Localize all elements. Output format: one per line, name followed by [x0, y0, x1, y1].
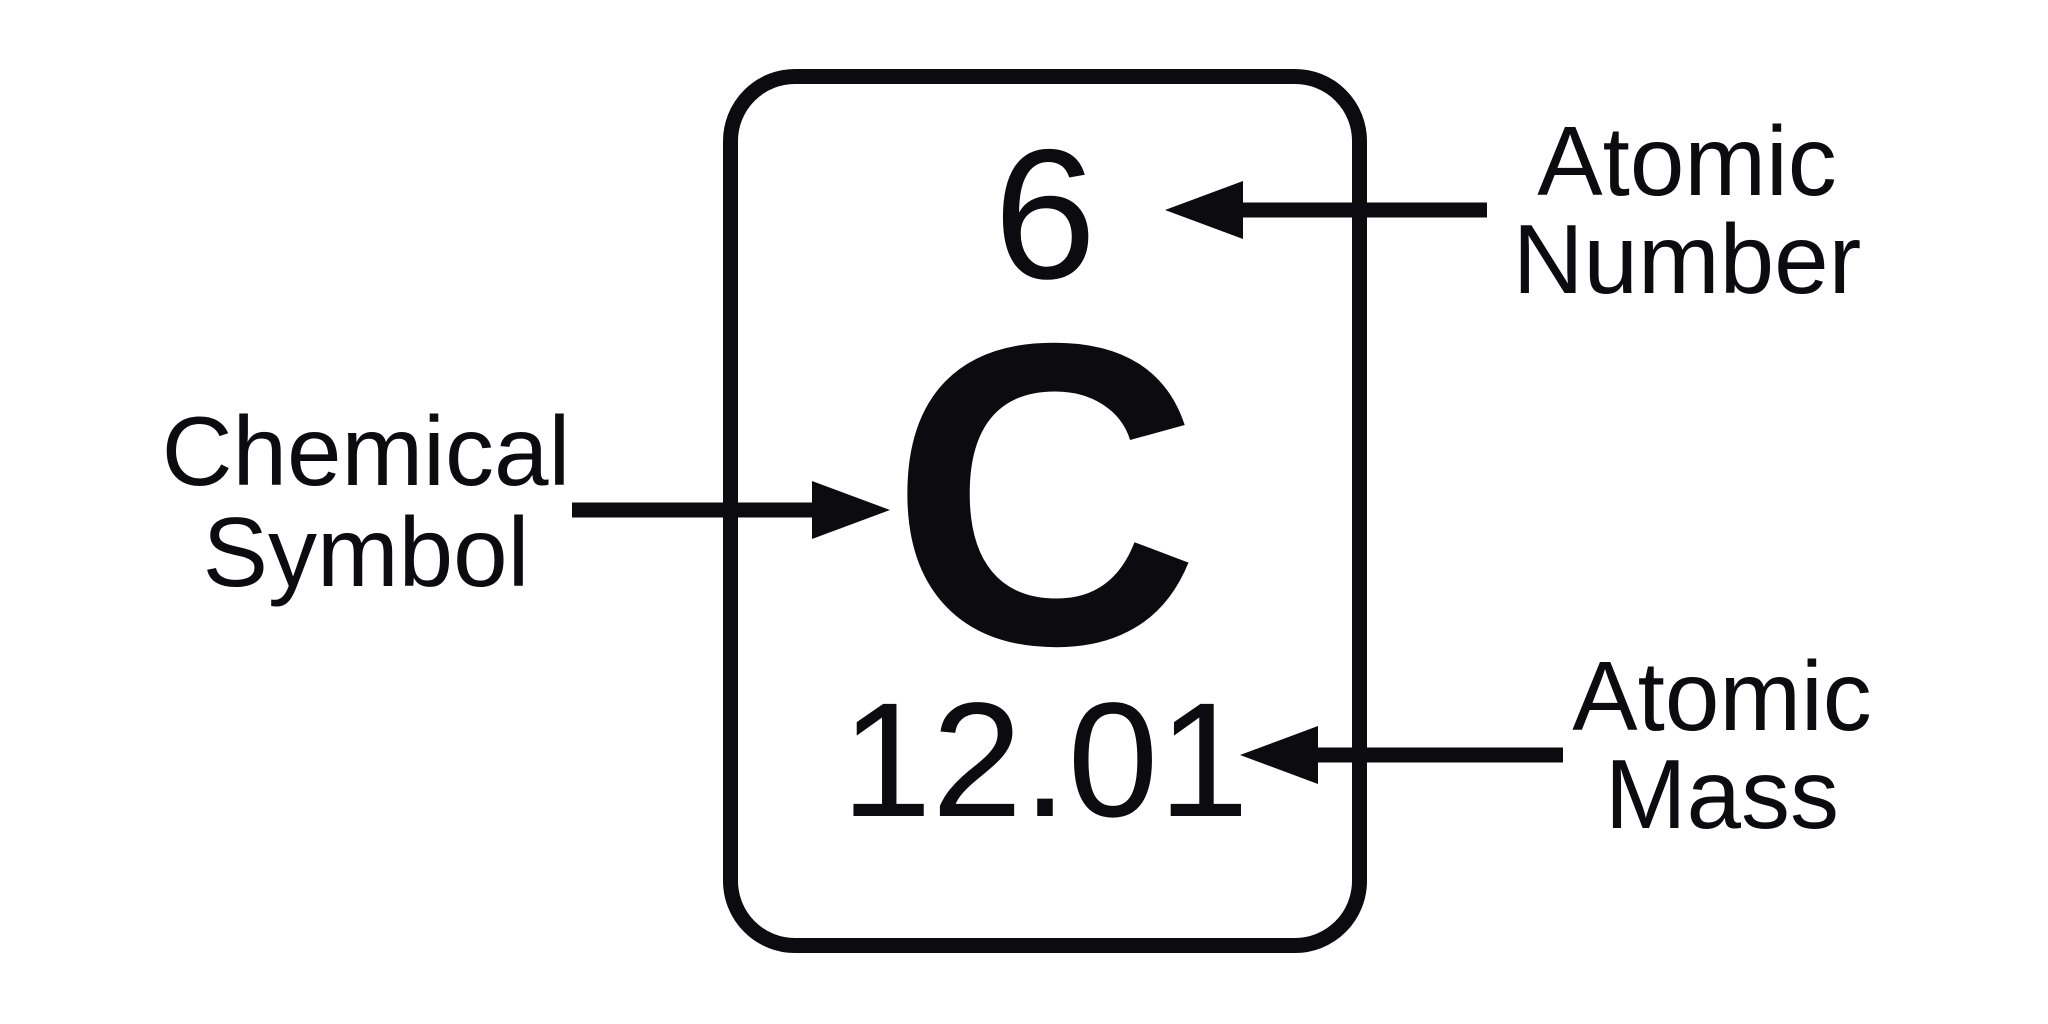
label-line: Chemical: [161, 396, 571, 506]
label-line: Symbol: [202, 497, 530, 607]
chemical-symbol-value: C: [889, 255, 1201, 735]
label-line: Atomic: [1537, 106, 1837, 216]
element-tile: 6 C 12.01: [723, 69, 1367, 953]
label-line: Number: [1512, 204, 1862, 314]
label-line: Atomic: [1572, 641, 1872, 751]
chemical-symbol-label: Chemical Symbol: [66, 401, 666, 603]
atomic-mass-label: Atomic Mass: [1422, 647, 2022, 843]
atomic-number-value: 6: [993, 112, 1097, 318]
atomic-mass-value: 12.01: [841, 668, 1249, 851]
label-line: Mass: [1604, 739, 1840, 849]
atomic-number-label: Atomic Number: [1387, 112, 1987, 308]
